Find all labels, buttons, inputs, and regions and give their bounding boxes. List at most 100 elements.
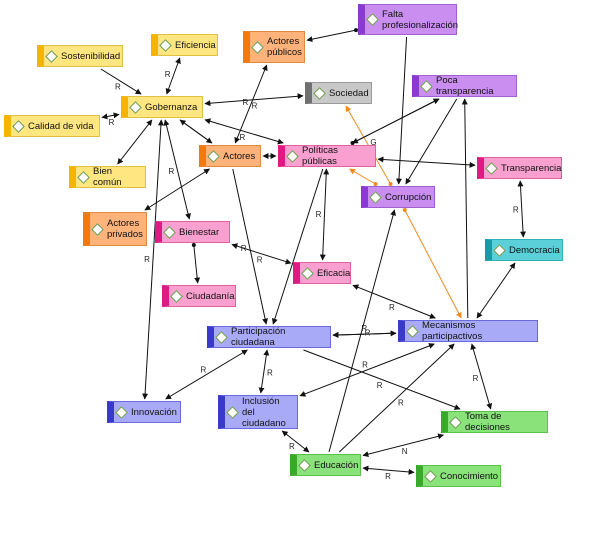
edge-label: R <box>361 324 367 333</box>
node-toma-decisiones[interactable]: Toma de decisiones <box>441 411 548 433</box>
edge-democracia-to-mecanismos <box>476 262 516 319</box>
edge-falta-prof-to-actores-publicos <box>306 28 358 43</box>
node-label: Falta profesionalización <box>382 8 459 31</box>
edge-label: R <box>243 98 249 107</box>
edge-transparencia-to-democracia <box>517 180 526 238</box>
edge-label: R <box>389 303 395 312</box>
node-label: Actores privados <box>107 218 143 240</box>
node-actores-publicos[interactable]: Actores públicos <box>243 31 305 63</box>
diamond-icon <box>159 38 172 52</box>
node-label: Toma de decisiones <box>465 411 510 433</box>
node-participacion[interactable]: Participación ciudadana <box>207 326 331 348</box>
node-mecanismos[interactable]: Mecanismos participactivos <box>398 320 538 342</box>
node-label: Democracia <box>509 244 560 256</box>
edge-label: R <box>316 210 322 219</box>
node-innovacion[interactable]: Innovación <box>107 401 181 423</box>
node-label: Eficiencia <box>175 39 216 51</box>
node-label: Bienestar <box>179 226 220 238</box>
edge-label: R <box>169 167 175 176</box>
diamond-icon <box>226 405 239 419</box>
edge-label: N <box>402 447 408 456</box>
diamond-icon <box>420 79 433 93</box>
edge-label: R <box>257 256 263 265</box>
edge-mecanismos-to-inclusion <box>299 343 435 397</box>
edge-politicas-to-eficacia <box>319 168 330 261</box>
edge-mecanismos-to-poca-transparencia <box>461 98 469 319</box>
node-transparencia[interactable]: Transparencia <box>477 157 562 179</box>
node-label: Actores <box>223 150 256 162</box>
diamond-icon <box>77 170 90 184</box>
node-ciudadania[interactable]: Ciudadanía <box>162 285 236 307</box>
edge-educacion-to-toma-decisiones <box>362 433 444 458</box>
diamond-icon <box>207 149 220 163</box>
edge-label: R <box>267 368 273 377</box>
edge-label: R <box>240 133 246 142</box>
diamond-icon <box>129 100 142 114</box>
edge-bienestar-to-ciudadania <box>191 243 201 284</box>
edge-label: R <box>165 70 171 79</box>
node-label: Eficacia <box>317 267 351 279</box>
diamond-icon <box>91 222 104 236</box>
diamond-icon <box>406 324 419 338</box>
edge-mecanismos-to-participacion <box>332 331 397 338</box>
node-inclusion[interactable]: Inclusión del ciudadano <box>218 395 298 429</box>
node-label: Políticas públicas <box>302 145 338 167</box>
diamond-icon <box>301 266 314 280</box>
node-eficiencia[interactable]: Eficiencia <box>151 34 218 56</box>
node-corrupcion[interactable]: Corrupción <box>361 186 435 208</box>
edge-label: R <box>385 472 391 481</box>
node-eficacia[interactable]: Eficacia <box>293 262 351 284</box>
diamond-icon <box>449 415 462 429</box>
node-falta-prof[interactable]: Falta profesionalización <box>358 4 459 35</box>
node-sostenibilidad[interactable]: Sostenibilidad <box>37 45 123 67</box>
edge-educacion-to-mecanismos <box>338 343 455 453</box>
edge-label: R <box>252 102 258 111</box>
node-actores[interactable]: Actores <box>199 145 261 167</box>
diamond-icon <box>424 469 437 483</box>
edge-actores-to-actores-privados <box>144 168 211 211</box>
node-actores-privados[interactable]: Actores privados <box>83 212 147 246</box>
edge-corrupcion-to-mecanismos <box>402 208 462 319</box>
node-label: Bien común <box>93 166 122 188</box>
diamond-icon <box>369 190 382 204</box>
edge-falta-prof-to-corrupcion <box>395 36 408 185</box>
node-sociedad[interactable]: Sociedad <box>305 82 372 104</box>
node-label: Calidad de vida <box>28 120 94 132</box>
node-bien-comun[interactable]: Bien común <box>69 166 146 188</box>
node-conocimiento[interactable]: Conocimiento <box>416 465 501 487</box>
node-label: Ciudadanía <box>186 290 235 302</box>
edge-eficiencia-to-gobernanza <box>165 57 181 95</box>
diamond-icon <box>215 330 228 344</box>
edge-inclusion-to-participacion <box>258 349 270 394</box>
node-politicas[interactable]: Políticas públicas <box>278 145 376 167</box>
node-poca-transparencia[interactable]: Poca transparencia <box>412 75 517 97</box>
node-gobernanza[interactable]: Gobernanza <box>121 96 203 118</box>
node-democracia[interactable]: Democracia <box>485 239 563 261</box>
diamond-icon <box>298 458 311 472</box>
node-calidad-vida[interactable]: Calidad de vida <box>4 115 100 137</box>
edge-participacion-to-toma-decisiones <box>303 349 461 410</box>
edge-label: R <box>201 365 207 374</box>
diamond-icon <box>366 13 379 26</box>
edge-poca-transparencia-to-politicas <box>352 98 440 144</box>
edge-label: R <box>377 381 383 390</box>
edge-corrupcion-to-politicas <box>348 168 378 186</box>
node-educacion[interactable]: Educación <box>290 454 361 476</box>
edge-gobernanza-to-innovacion <box>142 119 164 400</box>
node-bienestar[interactable]: Bienestar <box>155 221 230 243</box>
node-label: Mecanismos participactivos <box>422 320 483 342</box>
edge-sostenibilidad-to-gobernanza <box>100 68 142 95</box>
edge-label: R <box>144 255 150 264</box>
node-label: Educación <box>314 459 359 471</box>
edge-educacion-to-conocimiento <box>362 465 415 475</box>
node-label: Conocimiento <box>440 470 499 482</box>
node-label: Sostenibilidad <box>61 50 121 62</box>
node-label: Inclusión del ciudadano <box>242 395 286 429</box>
edge-label: R <box>365 329 371 338</box>
edge-gobernanza-to-bien-comun <box>117 119 153 165</box>
edge-politicas-to-transparencia <box>377 156 476 168</box>
edge-label: R <box>473 374 479 383</box>
edge-label: R <box>513 205 519 214</box>
